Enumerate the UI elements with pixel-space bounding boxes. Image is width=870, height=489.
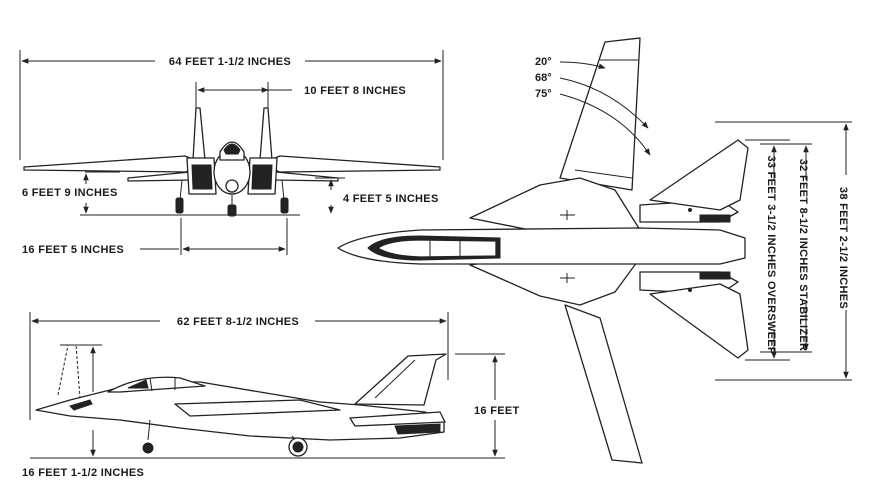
label-sweep-75: 75° <box>535 88 552 100</box>
label-side-height: 16 FEET <box>474 405 520 417</box>
label-top-oversweep-line1: 33 FEET 3-1/2 INCHES OVERSWEEP <box>765 155 777 354</box>
label-front-left-height: 6 FEET 9 INCHES <box>22 187 118 199</box>
label-front-right-height: 4 FEET 5 INCHES <box>343 193 439 205</box>
label-sweep-68: 68° <box>535 72 552 84</box>
top-view <box>337 37 852 464</box>
top-lower-stabilizer <box>649 283 749 359</box>
label-front-span: 64 FEET 1-1/2 INCHES <box>169 56 291 68</box>
front-left-tail <box>192 107 206 161</box>
label-top-stabilizer: 32 FEET 8-1/2 INCHES STABILIZER <box>797 159 809 351</box>
front-view <box>19 50 444 255</box>
label-side-length: 62 FEET 8-1/2 INCHES <box>177 316 299 328</box>
label-front-track: 16 FEET 5 INCHES <box>22 244 124 256</box>
side-vertical-tail <box>354 353 447 406</box>
label-side-bottom: 16 FEET 1-1/2 INCHES <box>22 467 144 479</box>
dimension-labels: 64 FEET 1-1/2 INCHES 10 FEET 8 INCHES 6 … <box>22 56 849 479</box>
front-right-tail <box>259 107 273 161</box>
label-top-span: 38 FEET 2-1/2 INCHES <box>837 187 849 309</box>
label-sweep-20: 20° <box>535 56 552 68</box>
top-upper-stabilizer <box>649 139 749 211</box>
top-lower-wing-extended <box>564 304 643 464</box>
label-front-tail-spacing: 10 FEET 8 INCHES <box>304 85 406 97</box>
front-left-wing <box>23 155 201 173</box>
side-view <box>29 312 505 459</box>
label-top-oversweep: 33 FEET 3-1/2 INCHES OVERSWEEP <box>765 155 777 354</box>
front-right-wing <box>264 155 441 173</box>
top-upper-wing-extended <box>559 37 641 191</box>
